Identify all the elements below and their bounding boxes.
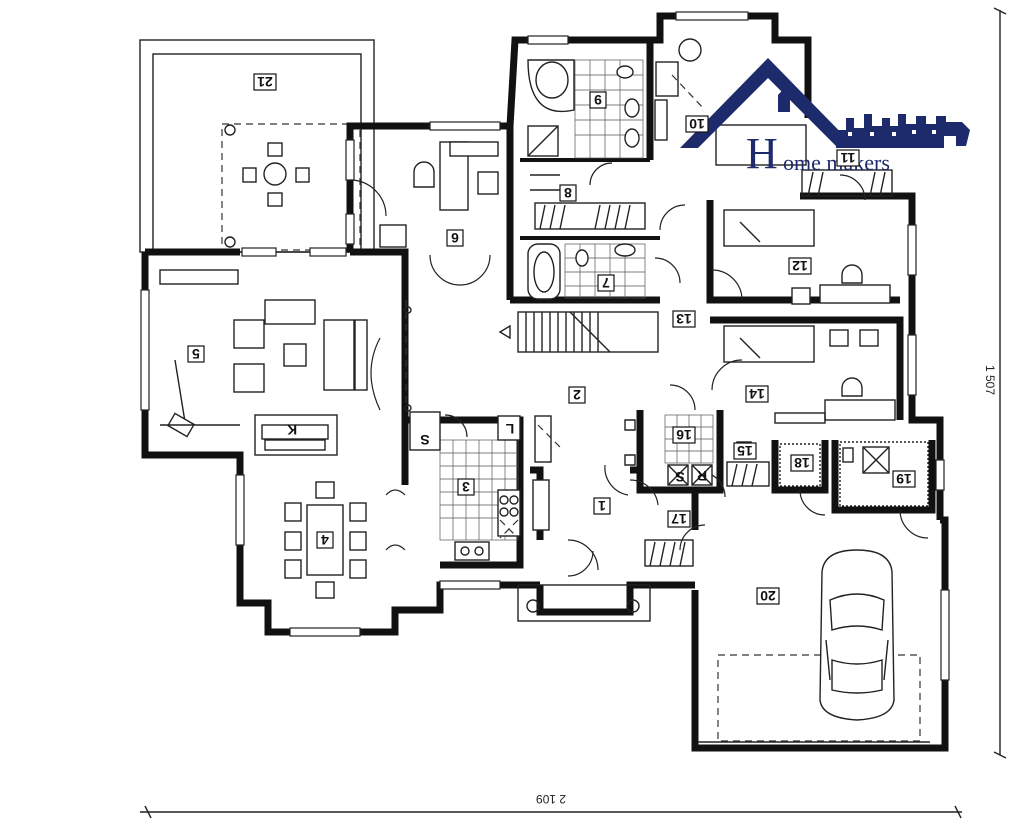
room-label-20: 20 bbox=[756, 587, 780, 605]
room-label-5: 5 bbox=[187, 345, 205, 363]
room-label-21: 21 bbox=[253, 73, 277, 91]
room-number-12: 12 bbox=[792, 258, 808, 274]
room-number-18: 18 bbox=[794, 455, 810, 471]
room-number-9: 9 bbox=[594, 92, 602, 108]
logo-letter-h: H bbox=[746, 129, 778, 178]
sink-label: L bbox=[505, 421, 514, 437]
width-dimension: 2 109 bbox=[536, 792, 566, 806]
wardrobe-area bbox=[530, 162, 646, 230]
room-label-8: 8 bbox=[559, 184, 577, 202]
height-dimension: 1 507 bbox=[983, 365, 997, 395]
room-number-5: 5 bbox=[192, 346, 200, 362]
room-label-14: 14 bbox=[745, 385, 769, 403]
wardrobe-11 bbox=[801, 169, 893, 197]
windows bbox=[140, 11, 950, 681]
hall-details bbox=[370, 204, 726, 577]
room-label-9: 9 bbox=[589, 91, 607, 109]
room-label-3: 3 bbox=[457, 478, 475, 496]
room-number-11: 11 bbox=[840, 150, 855, 166]
terrace-outline bbox=[139, 39, 375, 253]
room-number-13: 13 bbox=[676, 311, 692, 327]
kitchen-island-label: K bbox=[287, 422, 297, 438]
homemakers-logo: H ome makers bbox=[680, 58, 970, 178]
study-furniture bbox=[349, 141, 499, 286]
car-icon bbox=[819, 549, 895, 721]
room-label-6: 6 bbox=[446, 229, 464, 247]
exterior-walls bbox=[141, 12, 949, 752]
room-number-16: 16 bbox=[676, 427, 692, 443]
terrace-table-set bbox=[242, 142, 310, 207]
room-number-3: 3 bbox=[462, 479, 470, 495]
living-room-furniture bbox=[159, 269, 368, 456]
bedroom-14-furniture bbox=[711, 325, 896, 424]
room-label-2: 2 bbox=[568, 386, 586, 404]
room-number-21: 21 bbox=[257, 74, 273, 90]
room-number-4: 4 bbox=[321, 532, 329, 548]
room-label-18: 18 bbox=[790, 454, 814, 472]
room-label-10: 10 bbox=[685, 115, 709, 133]
room-label-1: 1 bbox=[593, 497, 611, 515]
room-number-20: 20 bbox=[760, 588, 776, 604]
room-label-13: 13 bbox=[672, 310, 696, 328]
garage bbox=[698, 654, 930, 743]
room-number-19: 19 bbox=[896, 471, 912, 487]
main-bathroom-fixtures bbox=[527, 59, 644, 159]
guest-bathroom-fixtures bbox=[527, 243, 646, 300]
room-number-1: 1 bbox=[598, 498, 606, 514]
room-number-14: 14 bbox=[749, 386, 765, 402]
room-label-12: 12 bbox=[788, 257, 812, 275]
room-number-15: 15 bbox=[737, 443, 753, 459]
room-number-8: 8 bbox=[564, 185, 572, 201]
closets bbox=[624, 414, 770, 567]
fridge-label: S bbox=[420, 432, 429, 448]
technical-rooms bbox=[779, 441, 929, 539]
kitchen-fixtures bbox=[409, 411, 521, 561]
dimension-lines bbox=[140, 7, 1007, 819]
room-label-16: 16 bbox=[672, 426, 696, 444]
room-number-7: 7 bbox=[602, 275, 610, 291]
room-label-17: 17 bbox=[667, 510, 691, 528]
stairs bbox=[498, 311, 659, 353]
master-bedroom-furniture bbox=[654, 38, 807, 166]
room-label-19: 19 bbox=[892, 470, 916, 488]
laundry-s-label: S bbox=[675, 469, 684, 485]
room-number-17: 17 bbox=[671, 511, 687, 527]
room-number-2: 2 bbox=[573, 387, 581, 403]
laundry-r-label: R bbox=[697, 468, 707, 484]
room-label-7: 7 bbox=[597, 274, 615, 292]
room-label-4: 4 bbox=[316, 531, 334, 549]
room-label-15: 15 bbox=[733, 442, 757, 460]
dining-furniture bbox=[284, 481, 406, 599]
room-number-6: 6 bbox=[451, 230, 459, 246]
room-label-11: 11 bbox=[836, 149, 860, 167]
room-number-10: 10 bbox=[689, 116, 705, 132]
